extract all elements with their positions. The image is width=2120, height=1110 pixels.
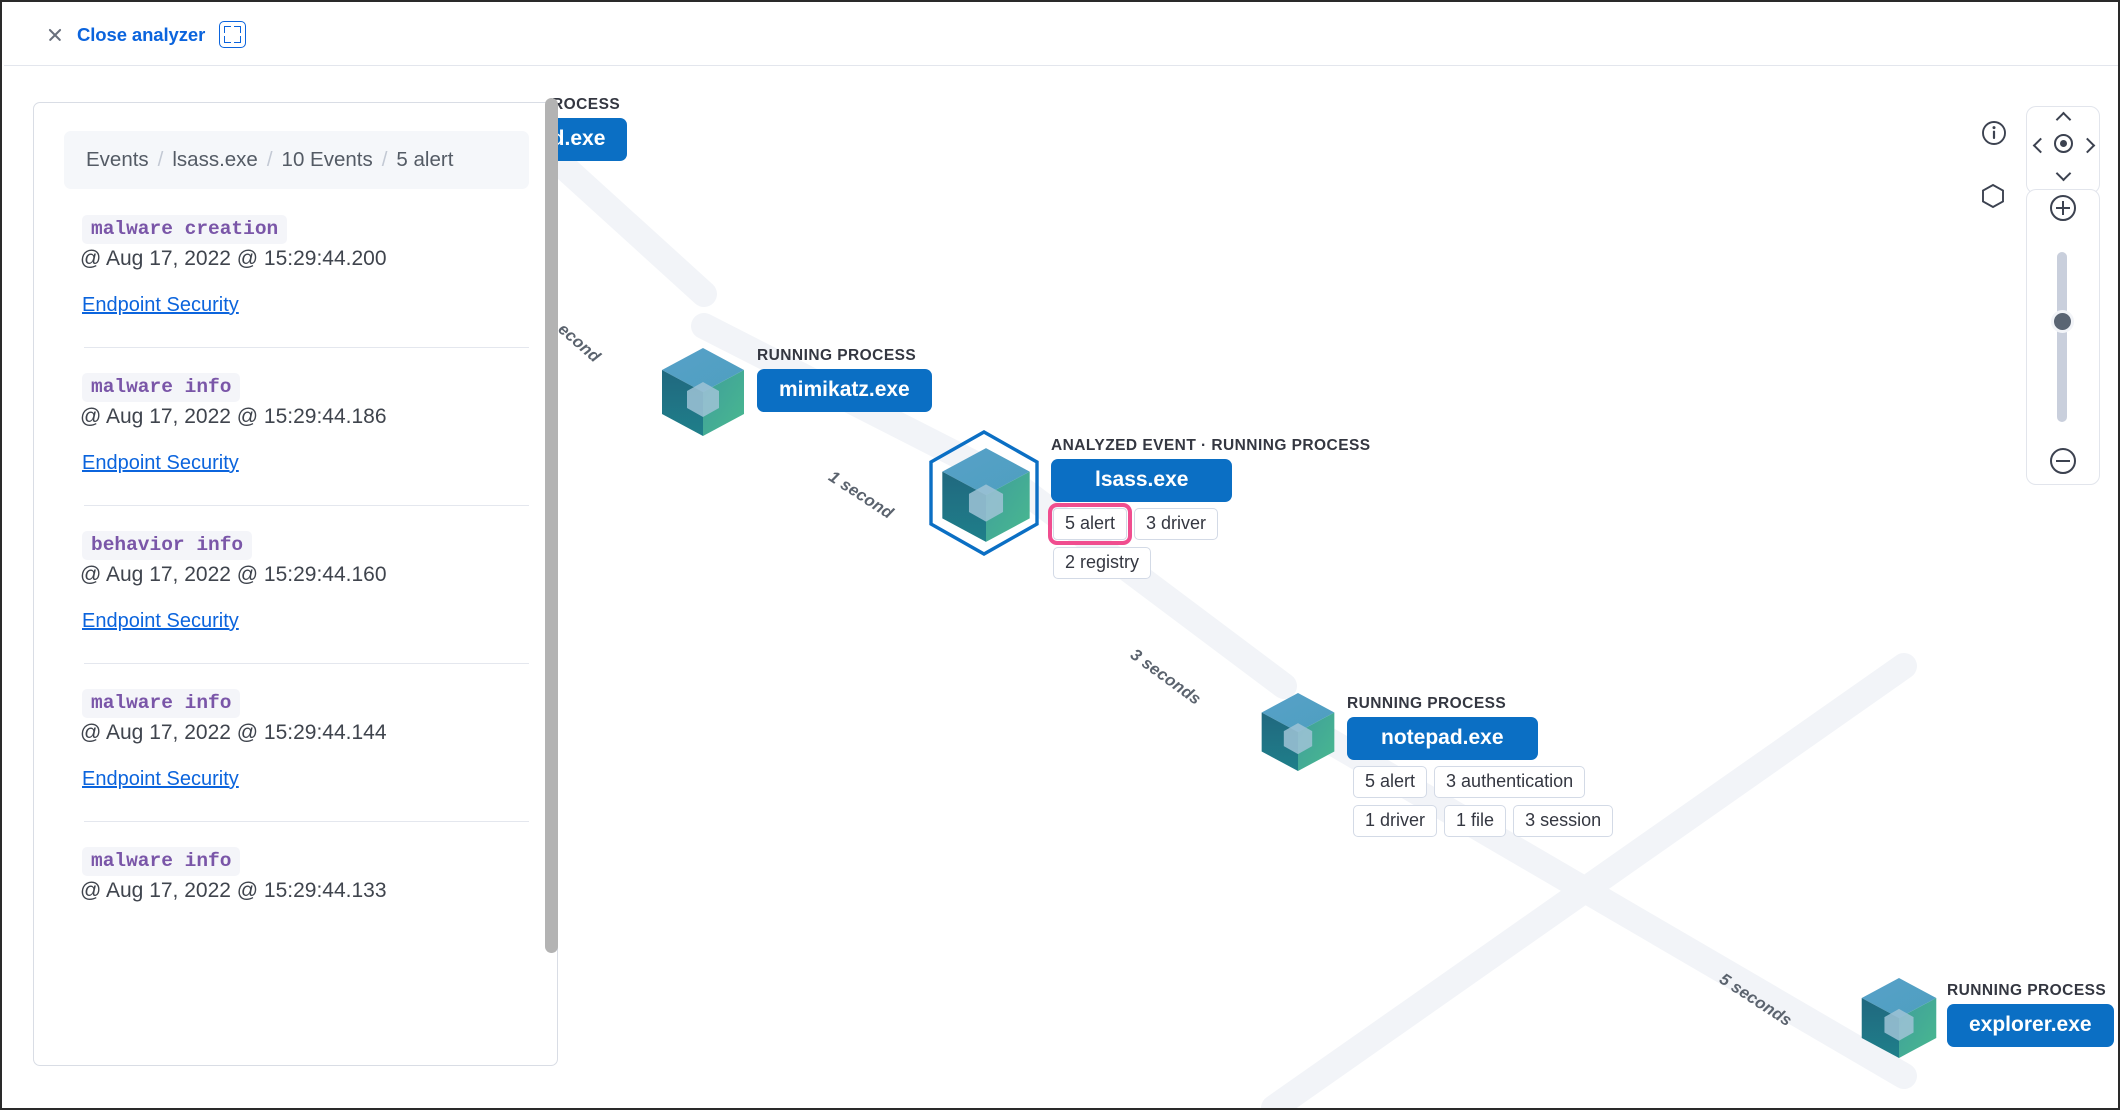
event-source-link[interactable]: Endpoint Security: [82, 294, 239, 316]
event-type-badge: malware creation: [82, 215, 288, 244]
node-badge-driver[interactable]: 3 driver: [1134, 508, 1219, 540]
process-cube-icon: [942, 448, 1030, 542]
event-type-badge: malware info: [82, 373, 241, 402]
plus-v: [2062, 201, 2065, 215]
list-item[interactable]: malware info @ Aug 17, 2022 @ 15:29:44.1…: [64, 821, 529, 903]
event-timestamp: @ Aug 17, 2022 @ 15:29:44.186: [80, 405, 387, 428]
event-type-badge: behavior info: [82, 531, 253, 560]
close-analyzer-button[interactable]: Close analyzer: [46, 24, 205, 46]
node-badge-session[interactable]: 3 session: [1513, 805, 1614, 837]
chevron-down-icon[interactable]: [2056, 166, 2069, 179]
node-kind-label: RUNNING PROCESS: [1947, 982, 2107, 999]
event-timestamp: @ Aug 17, 2022 @ 15:29:44.160: [80, 563, 387, 586]
hexagon-legend-icon[interactable]: [1980, 183, 2006, 209]
node-name-pill[interactable]: notepad.exe: [1347, 717, 1538, 760]
analyzer-toolbar: Close analyzer: [4, 4, 2118, 66]
close-icon: [46, 26, 64, 44]
node-badge-row: 1 driver 1 file 3 session: [1353, 805, 1614, 837]
center-target-icon[interactable]: [2054, 134, 2073, 153]
event-list: malware creation @ Aug 17, 2022 @ 15:29:…: [34, 189, 557, 903]
node-name-pill[interactable]: mimikatz.exe: [757, 369, 932, 412]
node-badge-registry[interactable]: 2 registry: [1053, 547, 1152, 579]
list-item[interactable]: malware creation @ Aug 17, 2022 @ 15:29:…: [64, 189, 529, 347]
fullscreen-corner-tl: [224, 26, 232, 33]
node-name-pill[interactable]: explorer.exe: [1947, 1004, 2114, 1047]
node-badge-alert[interactable]: 5 alert: [1353, 766, 1428, 798]
node-badge-file[interactable]: 1 file: [1444, 805, 1507, 837]
node-badge-row: 2 registry: [1053, 547, 1371, 579]
breadcrumb-item-events-count[interactable]: 10 Events: [281, 148, 373, 171]
event-type-badge: malware info: [82, 689, 241, 718]
process-cube-icon: [662, 348, 744, 436]
chevron-up-icon[interactable]: [2056, 112, 2069, 125]
process-cube-icon: [1261, 693, 1335, 771]
fullscreen-corner-tr: [234, 26, 242, 33]
zoom-slider[interactable]: [2057, 252, 2067, 422]
minus-h: [2056, 460, 2070, 463]
panel-scroll-content: Events / lsass.exe / 10 Events / 5 alert…: [34, 103, 557, 903]
panel-scrollbar[interactable]: [545, 98, 558, 953]
process-cube-icon: [1861, 978, 1937, 1058]
list-item[interactable]: behavior info @ Aug 17, 2022 @ 15:29:44.…: [64, 505, 529, 663]
breadcrumb-item-events[interactable]: Events: [86, 148, 149, 171]
list-item[interactable]: malware info @ Aug 17, 2022 @ 15:29:44.1…: [64, 663, 529, 821]
event-source-link[interactable]: Endpoint Security: [82, 452, 239, 474]
list-divider: [84, 505, 529, 506]
close-analyzer-label: Close analyzer: [77, 23, 206, 45]
node-badge-group: 5 alert 3 driver 2 registry: [1047, 503, 1371, 579]
event-timestamp: @ Aug 17, 2022 @ 15:29:44.133: [80, 879, 387, 902]
node-badge-group: 5 alert 3 authentication 1 driver 1 file…: [1353, 766, 1614, 837]
node-kind-label: RUNNING PROCESS: [1347, 695, 1507, 712]
event-timestamp: @ Aug 17, 2022 @ 15:29:44.144: [80, 721, 387, 744]
zoom-slider-thumb[interactable]: [2051, 310, 2074, 333]
node-badge-authentication[interactable]: 3 authentication: [1434, 766, 1586, 798]
breadcrumb-separator: /: [266, 148, 273, 171]
breadcrumb-separator: /: [381, 148, 388, 171]
node-kind-label: ANALYZED EVENT · RUNNING PROCESS: [1051, 437, 1371, 454]
list-divider: [84, 347, 529, 348]
fullscreen-corner-bl: [224, 36, 232, 43]
event-source-link[interactable]: Endpoint Security: [82, 768, 239, 790]
zoom-in-icon[interactable]: [2050, 195, 2076, 221]
node-badge-alert[interactable]: 5 alert: [1047, 503, 1133, 545]
fullscreen-icon[interactable]: [219, 21, 247, 48]
breadcrumb-item-process[interactable]: lsass.exe: [172, 148, 258, 171]
event-details-panel: Events / lsass.exe / 10 Events / 5 alert…: [33, 102, 558, 1066]
node-badge-row: 5 alert 3 authentication: [1353, 766, 1613, 798]
event-timestamp: @ Aug 17, 2022 @ 15:29:44.200: [80, 247, 387, 270]
zoom-out-icon[interactable]: [2050, 448, 2076, 474]
chevron-right-icon[interactable]: [2080, 138, 2093, 151]
node-badge-driver[interactable]: 1 driver: [1353, 805, 1438, 837]
node-badge-row: 5 alert 3 driver: [1047, 503, 1371, 545]
list-divider: [84, 821, 529, 822]
info-icon[interactable]: [1981, 120, 2007, 146]
event-type-badge: malware info: [82, 847, 241, 876]
node-kind-label: RUNNING PROCESS: [757, 347, 917, 364]
breadcrumb-item-alert-count[interactable]: 5 alert: [396, 148, 454, 171]
list-item[interactable]: malware info @ Aug 17, 2022 @ 15:29:44.1…: [64, 347, 529, 505]
event-source-link[interactable]: Endpoint Security: [82, 610, 239, 632]
breadcrumb: Events / lsass.exe / 10 Events / 5 alert: [64, 131, 529, 189]
chevron-left-icon[interactable]: [2033, 138, 2046, 151]
breadcrumb-separator: /: [157, 148, 164, 171]
node-kind-label: ROCESS: [552, 96, 621, 113]
node-name-pill[interactable]: lsass.exe: [1051, 459, 1233, 502]
fullscreen-corner-br: [234, 36, 242, 43]
list-divider: [84, 663, 529, 664]
